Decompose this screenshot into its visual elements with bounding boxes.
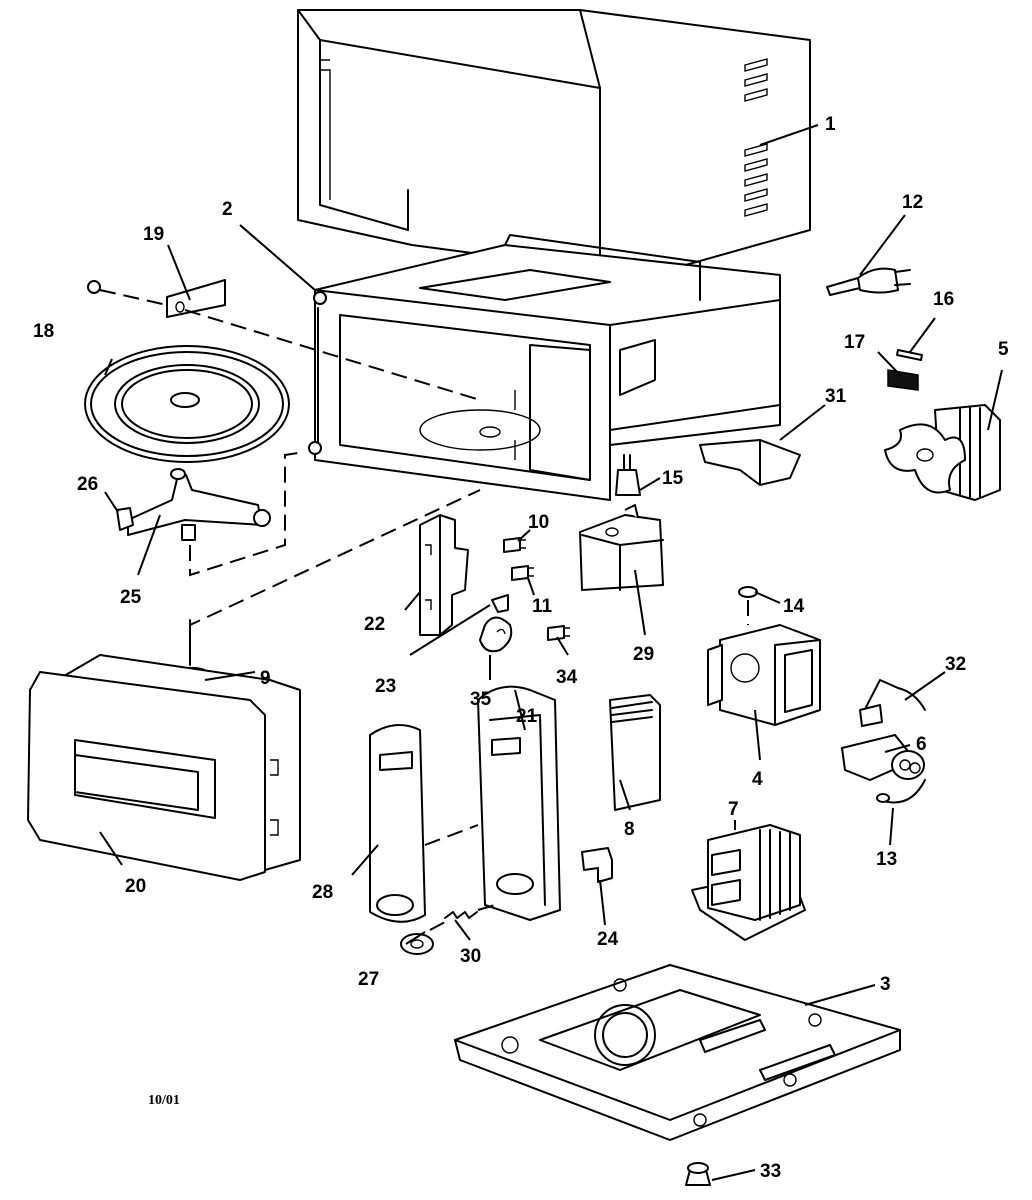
label-part-20: 20 [125, 876, 146, 897]
label-part-18: 18 [33, 321, 54, 342]
part-spring [429, 904, 496, 931]
label-part-33: 33 [760, 1161, 781, 1182]
part-switches [479, 537, 570, 653]
label-part-17: 17 [844, 332, 865, 353]
part-latch-bracket [419, 514, 469, 636]
part-control-board [609, 694, 661, 811]
label-part-16: 16 [933, 289, 954, 310]
label-part-32: 32 [945, 654, 966, 675]
label-part-12: 12 [902, 192, 923, 213]
part-fan-motor [884, 404, 1001, 501]
part-labels: 1 2 3 4 5 6 7 8 9 10 11 12 13 14 15 16 1… [33, 114, 1009, 1182]
part-air-guide [699, 439, 801, 486]
label-part-11: 11 [532, 596, 553, 617]
label-part-23: 23 [375, 676, 396, 697]
label-part-28: 28 [312, 882, 333, 903]
part-oven-cavity [308, 234, 781, 501]
label-part-10: 10 [528, 512, 549, 533]
part-button [400, 933, 434, 955]
part-glass-tray [84, 345, 290, 463]
part-transformer [691, 824, 806, 941]
label-part-19: 19 [143, 224, 164, 245]
label-part-27: 27 [358, 969, 379, 990]
part-foot [685, 1162, 711, 1186]
part-fuse-holder [887, 369, 919, 391]
label-part-22: 22 [364, 614, 385, 635]
part-hv-fuse [859, 679, 926, 727]
label-part-9: 9 [260, 668, 271, 689]
label-part-15: 15 [662, 468, 684, 489]
label-part-7: 7 [728, 799, 739, 820]
label-part-29: 29 [633, 644, 654, 665]
label-part-8: 8 [624, 819, 635, 840]
part-control-panel-frame [477, 685, 561, 921]
label-part-24: 24 [597, 929, 619, 950]
label-part-2: 2 [222, 199, 233, 220]
part-fuse [896, 349, 923, 361]
footer-date-code: 10/01 [148, 1093, 180, 1108]
label-part-26: 26 [77, 474, 98, 495]
label-part-14: 14 [783, 596, 805, 617]
label-part-35: 35 [470, 689, 492, 710]
part-thermal-cutout [738, 586, 758, 625]
part-lamp [615, 454, 641, 496]
part-control-panel-overlay [369, 724, 479, 923]
part-power-cord [826, 267, 911, 296]
part-base-plate [454, 964, 901, 1141]
label-part-13: 13 [876, 849, 897, 870]
part-air-duct [579, 504, 664, 591]
part-door-assembly [27, 654, 301, 881]
part-magnetron [707, 624, 821, 726]
label-part-21: 21 [516, 706, 538, 727]
part-diode [876, 779, 926, 804]
part-waveguide-cover [87, 279, 481, 401]
label-part-34: 34 [556, 667, 578, 688]
label-part-4: 4 [752, 769, 763, 790]
label-part-6: 6 [916, 734, 927, 755]
label-part-1: 1 [825, 114, 836, 135]
part-outer-cabinet [297, 9, 811, 276]
label-part-31: 31 [825, 386, 847, 407]
label-part-30: 30 [460, 946, 481, 967]
part-capacitor [841, 734, 925, 781]
label-part-25: 25 [120, 587, 142, 608]
leader-lines [99, 124, 1003, 1181]
label-part-3: 3 [880, 974, 891, 995]
part-bracket [581, 847, 613, 883]
label-part-5: 5 [998, 339, 1009, 360]
